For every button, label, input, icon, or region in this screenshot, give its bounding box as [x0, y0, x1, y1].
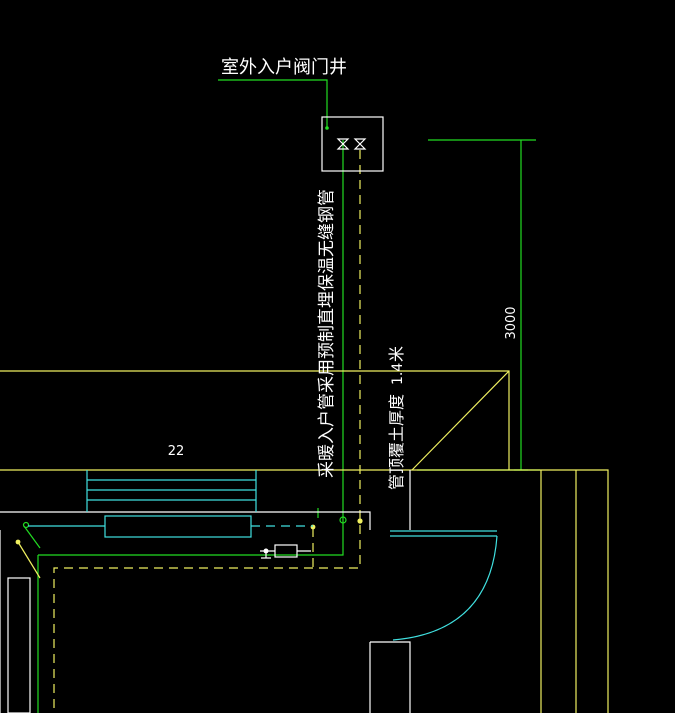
supply-branch [23, 525, 41, 549]
cyan-elements-group [28, 470, 498, 641]
valve-icon-return [353, 138, 367, 150]
stairs [86, 470, 257, 512]
building-roof-line [412, 469, 609, 713]
return-pipe [53, 150, 361, 713]
supply-pipe [38, 140, 344, 556]
room-number-label: 22 [168, 444, 185, 459]
return-branch-left [17, 541, 41, 579]
return-branch-solid [17, 541, 41, 579]
pipe-node-circle [339, 516, 347, 524]
door-swing-arc [392, 535, 498, 641]
cover-depth-unit: 米 [387, 346, 406, 362]
dimension-label: 3000 [504, 306, 519, 339]
leader-dot [325, 126, 329, 130]
return-branch-dot [15, 539, 21, 545]
return-node-dot [357, 518, 363, 524]
soil-slope-line [411, 370, 510, 471]
door-frame [390, 530, 497, 537]
leader-line-valve-well [218, 79, 328, 128]
pipe-note-label: 采暖入户管采用预制直埋保温无缝钢管 [317, 189, 337, 478]
left-column-box [7, 577, 31, 713]
check-valve-dot [263, 548, 269, 554]
valve-well-group [321, 116, 384, 172]
branch-node-circle [22, 521, 30, 529]
cover-depth-value: 1.4 [390, 363, 406, 385]
return-pipe-group [53, 150, 361, 713]
building-outline-group [0, 370, 609, 713]
cover-depth-prefix: 管顶覆土厚度 [387, 394, 406, 490]
walls-group [0, 470, 411, 713]
wall-top [0, 511, 371, 530]
valve-icon-supply [336, 138, 350, 150]
cyan-end-dot [310, 524, 316, 530]
supply-pipe-group [23, 79, 540, 713]
valve-well-label: 室外入户阀门井 [221, 57, 347, 78]
wall-lower-return [370, 641, 411, 713]
valve-well-box [321, 116, 384, 172]
